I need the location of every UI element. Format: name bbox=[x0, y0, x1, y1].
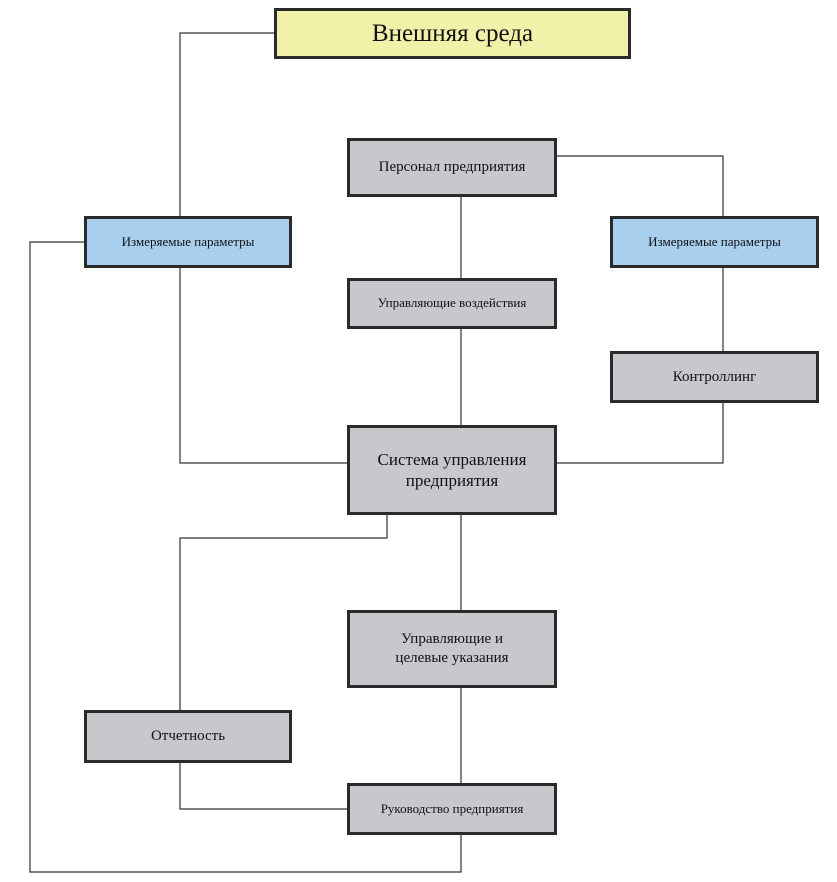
connector-external-to-measured-left bbox=[179, 32, 274, 218]
controlling-box: Контроллинг bbox=[610, 351, 819, 403]
reporting-label: Отчетность bbox=[150, 728, 226, 745]
connector-reporting-to-management bbox=[179, 763, 349, 810]
connector-management-to-measured-left bbox=[29, 241, 462, 873]
external-environment-box: Внешняя среда bbox=[274, 8, 631, 59]
connector-measured-left-to-system bbox=[179, 268, 349, 464]
measured-parameters-left-label: Измеряемые параметры bbox=[121, 233, 255, 249]
connector-system-to-reporting bbox=[179, 515, 388, 710]
management-system-box: Система управления предприятия bbox=[347, 425, 557, 515]
personnel-box: Персонал предприятия bbox=[347, 138, 557, 197]
directives-box: Управляющие и целевые указания bbox=[347, 610, 557, 688]
management-box: Руководство предприятия bbox=[347, 783, 557, 835]
connector-personnel-to-measured-right bbox=[557, 155, 724, 218]
management-system-label: Система управления предприятия bbox=[377, 449, 527, 490]
measured-parameters-right-box: Измеряемые параметры bbox=[610, 216, 819, 268]
external-environment-label: Внешняя среда bbox=[371, 19, 534, 47]
personnel-label: Персонал предприятия bbox=[378, 159, 526, 176]
control-actions-label: Управляющие воздействия bbox=[377, 295, 527, 311]
measured-parameters-left-box: Измеряемые параметры bbox=[84, 216, 292, 268]
measured-parameters-right-label: Измеряемые параметры bbox=[648, 233, 781, 249]
connector-controlling-to-system bbox=[557, 403, 724, 464]
controlling-label: Контроллинг bbox=[672, 368, 757, 385]
reporting-box: Отчетность bbox=[84, 710, 292, 763]
control-actions-box: Управляющие воздействия bbox=[347, 278, 557, 329]
directives-label: Управляющие и целевые указания bbox=[395, 631, 509, 666]
management-label: Руководство предприятия bbox=[380, 800, 524, 816]
